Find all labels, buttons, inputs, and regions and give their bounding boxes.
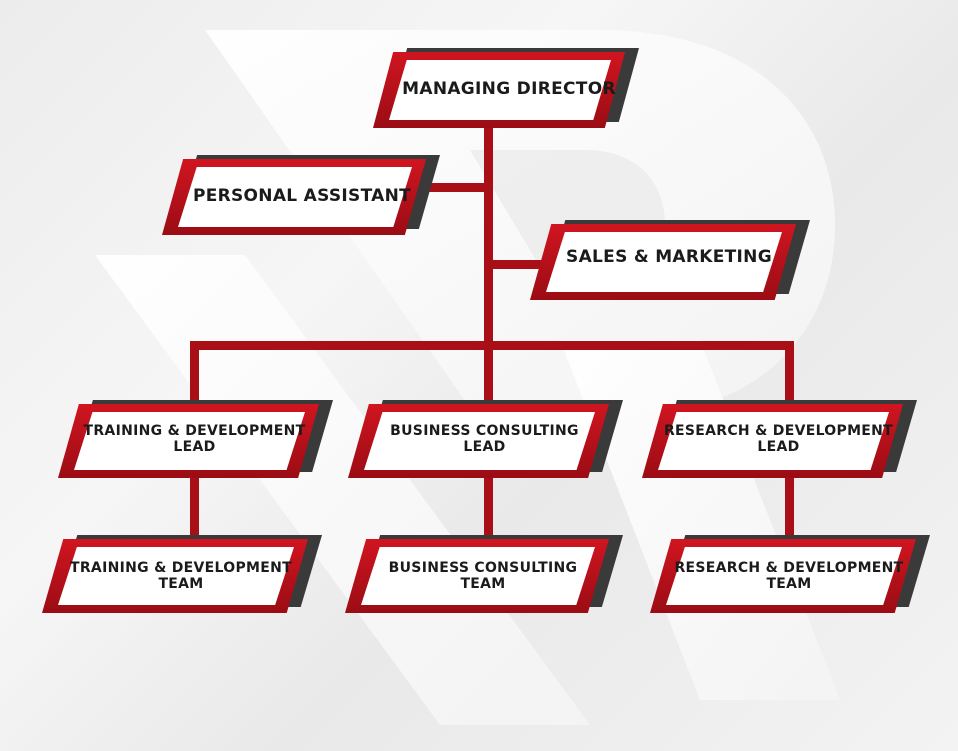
connector-sm-branch bbox=[488, 260, 548, 269]
node-label-line1: PERSONAL ASSISTANT bbox=[192, 186, 412, 207]
node-label: MANAGING DIRECTOR bbox=[383, 52, 635, 128]
connector-md-trunk bbox=[484, 122, 493, 350]
node-label: PERSONAL ASSISTANT bbox=[170, 159, 434, 235]
node-td-team[interactable]: TRAINING & DEVELOPMENT TEAM bbox=[42, 535, 322, 613]
node-fill bbox=[74, 412, 305, 470]
node-sales-marketing[interactable]: SALES & MARKETING bbox=[530, 220, 810, 300]
connector-pa-branch bbox=[420, 183, 490, 192]
node-label-line1: RESEARCH & DEVELOPMENT bbox=[663, 422, 894, 439]
node-bc-team[interactable]: BUSINESS CONSULTING TEAM bbox=[345, 535, 623, 613]
node-label-line1: TRAINING & DEVELOPMENT bbox=[83, 422, 306, 439]
node-label: BUSINESS CONSULTING TEAM bbox=[351, 537, 615, 615]
node-managing-director[interactable]: MANAGING DIRECTOR bbox=[373, 48, 639, 128]
node-label: BUSINESS CONSULTING LEAD bbox=[354, 400, 615, 478]
connector-rd-team bbox=[785, 470, 794, 538]
node-fill bbox=[389, 60, 611, 120]
connector-td-team bbox=[190, 470, 199, 538]
node-fill bbox=[546, 232, 782, 292]
node-label: TRAINING & DEVELOPMENT LEAD bbox=[64, 400, 325, 478]
node-rd-team[interactable]: RESEARCH & DEVELOPMENT TEAM bbox=[650, 535, 930, 613]
node-label: SALES & MARKETING bbox=[536, 220, 802, 296]
node-personal-assistant[interactable]: PERSONAL ASSISTANT bbox=[162, 155, 440, 235]
node-fill bbox=[58, 547, 294, 605]
node-fill bbox=[364, 412, 595, 470]
node-fill bbox=[361, 547, 595, 605]
connector-td-drop bbox=[190, 341, 199, 407]
node-label-line1: RESEARCH & DEVELOPMENT bbox=[674, 559, 904, 576]
node-label-line2: TEAM bbox=[766, 576, 812, 592]
node-label-line1: BUSINESS CONSULTING bbox=[388, 559, 578, 576]
connector-bc-team bbox=[484, 470, 493, 538]
node-label-line2: LEAD bbox=[757, 439, 800, 455]
node-bc-lead[interactable]: BUSINESS CONSULTING LEAD bbox=[348, 400, 623, 478]
node-label-line2: LEAD bbox=[173, 439, 216, 455]
node-rd-lead[interactable]: RESEARCH & DEVELOPMENT LEAD bbox=[642, 400, 917, 478]
watermark-r-leg bbox=[560, 340, 840, 700]
node-fill bbox=[666, 547, 902, 605]
node-label-line1: BUSINESS CONSULTING bbox=[390, 422, 579, 439]
connector-rd-drop bbox=[785, 341, 794, 407]
connector-bc-drop bbox=[484, 341, 493, 407]
node-fill bbox=[178, 167, 412, 227]
node-label: RESEARCH & DEVELOPMENT LEAD bbox=[648, 400, 909, 478]
node-fill bbox=[658, 412, 889, 470]
node-label: TRAINING & DEVELOPMENT TEAM bbox=[48, 537, 314, 615]
node-label-line1: SALES & MARKETING bbox=[566, 247, 772, 268]
node-label-line1: TRAINING & DEVELOPMENT bbox=[70, 559, 292, 576]
node-label-line2: TEAM bbox=[460, 576, 506, 592]
node-label-line1: MANAGING DIRECTOR bbox=[402, 79, 616, 100]
node-td-lead[interactable]: TRAINING & DEVELOPMENT LEAD bbox=[58, 400, 333, 478]
node-label: RESEARCH & DEVELOPMENT TEAM bbox=[656, 537, 922, 615]
node-label-line2: LEAD bbox=[463, 439, 506, 455]
node-label-line2: TEAM bbox=[158, 576, 204, 592]
